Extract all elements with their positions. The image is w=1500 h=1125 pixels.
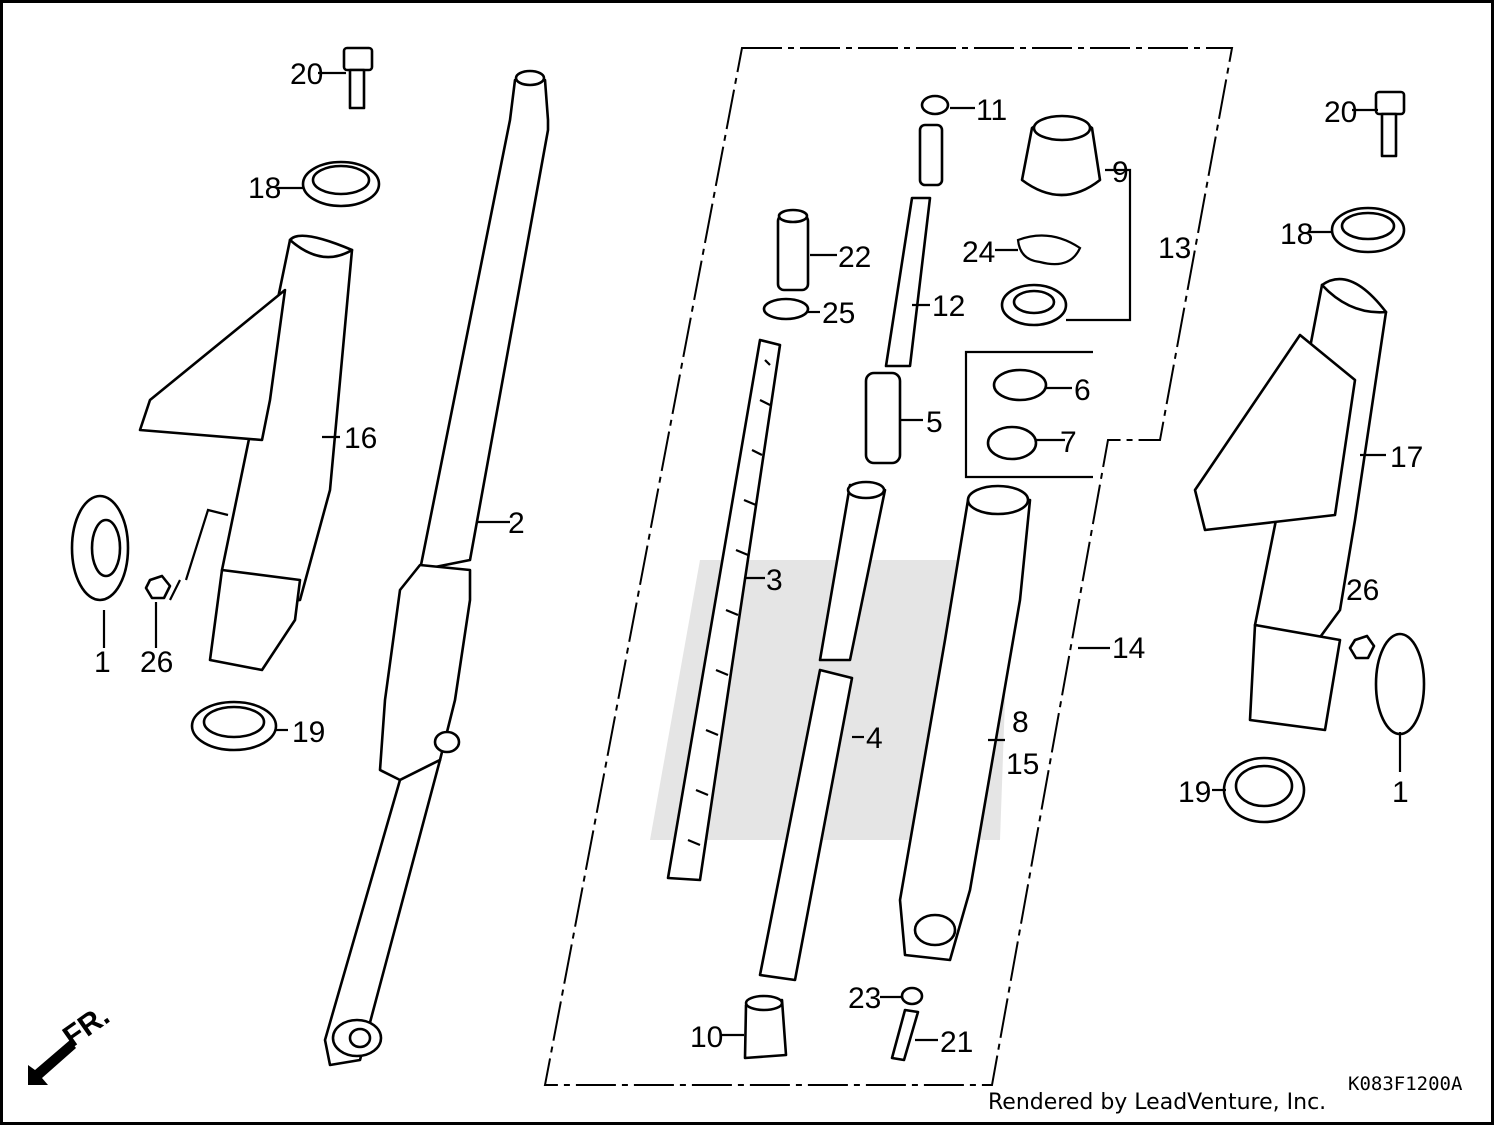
callout-26-right: 26 bbox=[1346, 574, 1379, 607]
callout-11: 11 bbox=[976, 94, 1007, 127]
callout-26-left: 26 bbox=[140, 646, 173, 679]
cap-19-left bbox=[190, 700, 278, 752]
callout-23: 23 bbox=[848, 982, 881, 1015]
rebound-spring-11 bbox=[918, 94, 950, 187]
callout-1-right: 1 bbox=[1392, 776, 1409, 809]
spring-5 bbox=[864, 371, 902, 465]
bolt-20-left bbox=[342, 46, 374, 110]
oil-seal-13 bbox=[1000, 283, 1068, 327]
bolt-22 bbox=[776, 208, 810, 292]
bushing-7 bbox=[986, 425, 1038, 461]
washer-23 bbox=[900, 986, 924, 1006]
seal-group-box bbox=[964, 350, 1093, 479]
stopper-ring-24 bbox=[1016, 234, 1082, 266]
reflector-1-left bbox=[70, 494, 130, 602]
bolt-21 bbox=[890, 1008, 920, 1062]
piston-rod-12 bbox=[884, 196, 932, 368]
callout-16: 16 bbox=[344, 422, 377, 455]
callout-21: 21 bbox=[940, 1026, 973, 1059]
render-credit: Rendered by LeadVenture, Inc. bbox=[988, 1090, 1327, 1115]
callout-17: 17 bbox=[1390, 441, 1423, 474]
cap-18-left bbox=[301, 160, 381, 208]
nut-26-right bbox=[1348, 634, 1376, 660]
leader-lines bbox=[102, 71, 1402, 1042]
bracket-17 bbox=[1193, 277, 1388, 732]
callout-22: 22 bbox=[838, 241, 871, 274]
oil-lock-10 bbox=[743, 994, 788, 1060]
callout-18-left: 18 bbox=[248, 172, 281, 205]
nut-26-left bbox=[144, 574, 172, 600]
callout-13: 13 bbox=[1158, 232, 1191, 265]
cap-19-right bbox=[1222, 756, 1306, 824]
callout-18-right: 18 bbox=[1280, 218, 1313, 251]
bolt-20-right bbox=[1374, 90, 1406, 158]
callout-4: 4 bbox=[866, 722, 883, 755]
fork-tube-2 bbox=[323, 69, 550, 1067]
callout-12: 12 bbox=[932, 290, 965, 323]
callout-14: 14 bbox=[1112, 632, 1145, 665]
callout-2: 2 bbox=[508, 507, 525, 540]
callout-20-left: 20 bbox=[290, 58, 323, 91]
callout-9: 9 bbox=[1112, 156, 1129, 189]
callout-6: 6 bbox=[1074, 374, 1091, 407]
assembly-boundary bbox=[543, 47, 1234, 1086]
spring-3 bbox=[666, 338, 782, 882]
front-direction-arrow-icon: FR. bbox=[28, 999, 116, 1085]
callout-10: 10 bbox=[690, 1021, 723, 1054]
bracket-16 bbox=[138, 234, 354, 672]
piston-4 bbox=[758, 480, 887, 982]
callout-20-right: 20 bbox=[1324, 96, 1357, 129]
callout-8: 8 bbox=[1012, 706, 1029, 739]
slider-8-15 bbox=[898, 484, 1032, 962]
bushing-6 bbox=[992, 368, 1048, 402]
callout-19-left: 19 bbox=[292, 716, 325, 749]
washer-25 bbox=[762, 297, 810, 321]
callout-1-left: 1 bbox=[94, 646, 111, 679]
diagram-code: K083F1200A bbox=[1348, 1073, 1463, 1095]
callout-19-right: 19 bbox=[1178, 776, 1211, 809]
reflector-1-right bbox=[1374, 632, 1426, 736]
callout-7: 7 bbox=[1060, 426, 1077, 459]
callout-5: 5 bbox=[926, 406, 943, 439]
callout-25: 25 bbox=[822, 297, 855, 330]
callout-3: 3 bbox=[766, 564, 783, 597]
callout-15: 15 bbox=[1006, 748, 1039, 781]
callout-24: 24 bbox=[962, 236, 995, 269]
cap-18-right bbox=[1330, 206, 1406, 254]
dust-seal-9 bbox=[1020, 114, 1102, 197]
